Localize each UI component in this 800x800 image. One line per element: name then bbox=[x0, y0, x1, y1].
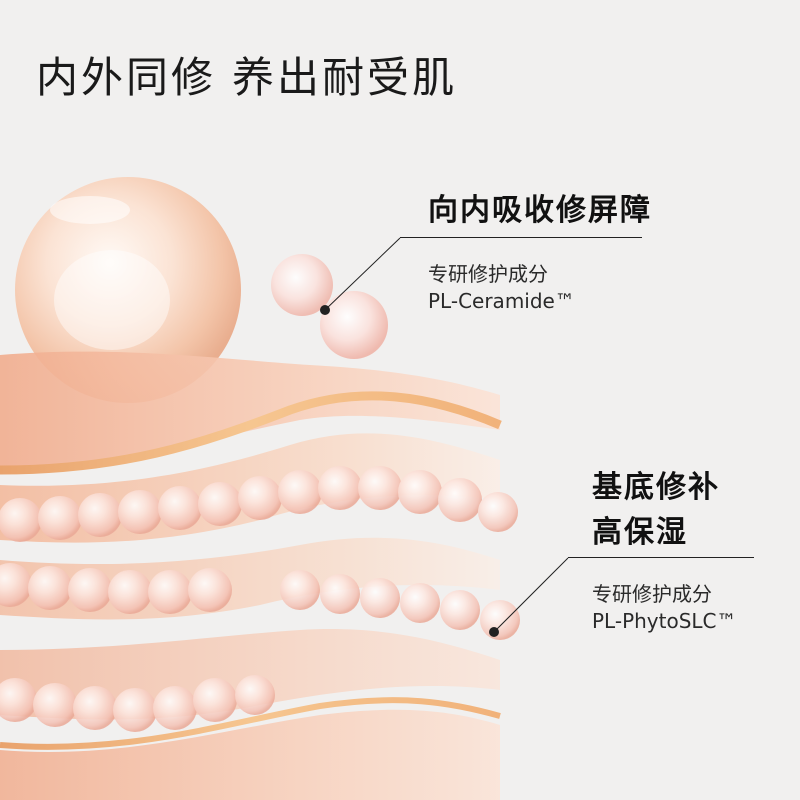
bead-row-2 bbox=[0, 563, 520, 640]
large-sphere-shine bbox=[50, 196, 130, 224]
bead-row-1 bbox=[0, 466, 518, 542]
skin-layer-top bbox=[0, 351, 500, 470]
page-headline: 内外同修养出耐受肌 bbox=[36, 44, 457, 105]
bead-row-3 bbox=[0, 675, 275, 732]
gold-band-top bbox=[0, 391, 502, 475]
base-pointer-dot bbox=[489, 627, 499, 637]
small-sphere-2 bbox=[320, 291, 388, 359]
barrier-ingredient-label: 专研修护成分 bbox=[428, 262, 548, 286]
base-callout-title-line-2: 高保湿 bbox=[592, 515, 688, 550]
small-sphere-1 bbox=[271, 254, 333, 316]
headline-part-1: 内外同修 bbox=[36, 53, 217, 102]
headline-part-2: 养出耐受肌 bbox=[232, 53, 458, 102]
barrier-ingredient-name: PL-Ceramide™ bbox=[428, 289, 575, 313]
large-sphere-highlight bbox=[54, 250, 170, 350]
gold-band-bottom bbox=[0, 697, 501, 750]
barrier-pointer-dot bbox=[320, 305, 330, 315]
base-ingredient-label: 专研修护成分 bbox=[592, 582, 712, 606]
barrier-pointer-line bbox=[324, 237, 401, 311]
barrier-callout-title: 向内吸收修屏障 bbox=[428, 193, 652, 228]
base-ingredient-name: PL-PhytoSLC™ bbox=[592, 609, 737, 633]
barrier-callout-rule bbox=[400, 237, 642, 238]
base-callout-title-line-1: 基底修补 bbox=[592, 470, 720, 505]
base-pointer-line bbox=[493, 557, 569, 633]
large-sphere bbox=[15, 177, 241, 403]
skin-layer-bottom bbox=[0, 709, 500, 800]
base-callout-rule bbox=[568, 557, 754, 558]
